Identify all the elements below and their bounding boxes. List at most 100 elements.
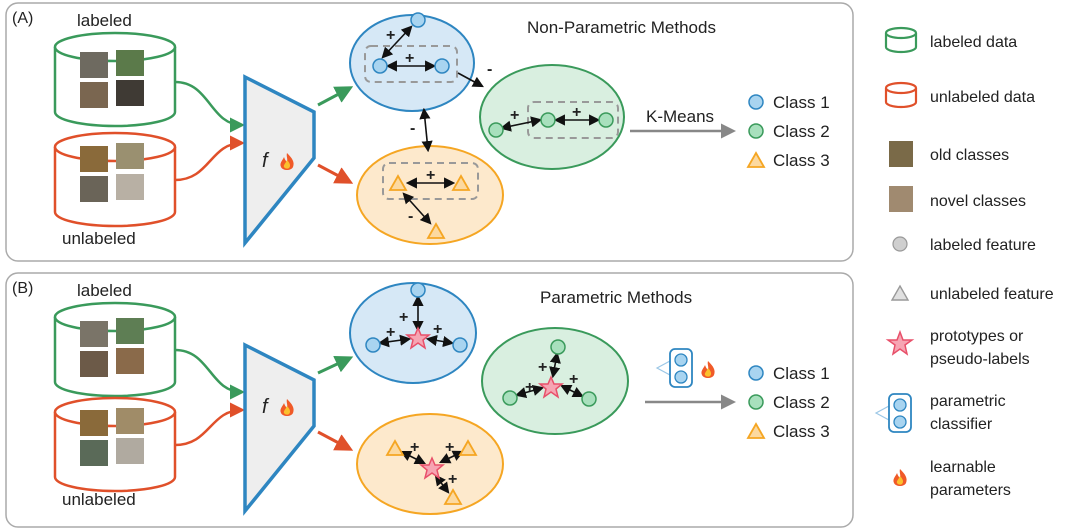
panel-a-labeled-label: labeled [77, 11, 132, 30]
legend-classifier-line1: parametric [930, 393, 1006, 410]
panel-b: (B) labeled Parametric Methods unlabeled… [5, 272, 854, 528]
unlabeled-flow-arrow [174, 135, 245, 182]
labeled-data-cylinder [53, 301, 177, 398]
image-thumb [116, 80, 144, 106]
unlabeled-feature-point [451, 174, 471, 191]
to-labeled-cluster-arrow [317, 86, 354, 107]
labeled-feature-point [598, 112, 614, 128]
legend-labeled-data: labeled data [930, 34, 1017, 51]
legend-labeled-feature: labeled feature [930, 237, 1036, 254]
labeled-feature-legend-icon [892, 236, 908, 252]
panel-a-unlabeled-label: unlabeled [62, 229, 136, 248]
labeled-data-cylinder [53, 31, 177, 128]
unlabeled-feature-point [443, 488, 463, 505]
class-2-marker [748, 123, 764, 139]
labeled-flow-arrow [174, 348, 245, 400]
plus-sign: + [399, 309, 408, 326]
image-thumb [80, 176, 108, 202]
class-1-cluster: + + [349, 12, 475, 112]
repel-arrow [457, 72, 484, 88]
labeled-feature-point [372, 58, 388, 74]
class-2-marker [748, 394, 764, 410]
panel-b-labeled-label: labeled [77, 281, 132, 300]
image-thumb [80, 321, 108, 347]
labeled-feature-point [452, 337, 468, 353]
panel-b-frame [5, 272, 854, 528]
image-thumb [80, 351, 108, 377]
plus-sign: + [448, 471, 457, 488]
class-1-cluster: + + + [349, 282, 477, 384]
legend-prototypes-line2: pseudo-labels [930, 351, 1030, 368]
legend-prototypes-line1: prototypes or [930, 328, 1024, 345]
encoder-label: f [262, 396, 270, 418]
unlabeled-feature-point [458, 439, 478, 456]
labeled-feature-point [410, 12, 426, 28]
minus-sign: - [410, 120, 415, 137]
image-thumb [80, 410, 108, 436]
class-3-label: Class 3 [773, 151, 830, 170]
legend-learnable-line1: learnable [930, 459, 996, 476]
panel-b-class-legend: Class 1 Class 2 Class 3 [746, 364, 830, 441]
plus-sign: + [569, 371, 578, 388]
labeled-feature-point [365, 337, 381, 353]
to-labeled-cluster-arrow [317, 355, 354, 375]
labeled-feature-point [410, 282, 426, 298]
class-3-marker [746, 151, 766, 168]
labeled-data-legend-icon [884, 26, 918, 54]
class-2-cluster: + + [479, 64, 625, 170]
prototype-legend-icon [885, 329, 915, 356]
legend-classifier-line2: classifier [930, 416, 993, 433]
plus-sign: + [572, 104, 581, 121]
image-thumb [80, 52, 108, 78]
unlabeled-feature-point [426, 222, 446, 239]
classifier-legend-icon [874, 393, 912, 433]
labeled-feature-point [488, 122, 504, 138]
unlabeled-data-cylinder [53, 396, 177, 493]
prototype-star [404, 326, 432, 350]
encoder-f: f [243, 342, 316, 516]
labeled-flow-arrow [174, 80, 245, 133]
labeled-feature-point [581, 391, 597, 407]
image-thumb [116, 143, 144, 169]
labeled-feature-point [550, 339, 566, 355]
minus-sign: - [408, 208, 413, 225]
parametric-classifier-icon [655, 348, 693, 388]
old-classes-legend-icon [889, 141, 913, 167]
legend-unlabeled-data: unlabeled data [930, 89, 1035, 106]
unlabeled-data-cylinder [53, 131, 177, 228]
panel-a-tag: (A) [12, 10, 33, 27]
image-thumb [116, 438, 144, 464]
class-3-marker [746, 422, 766, 439]
legend-learnable-line2: parameters [930, 482, 1011, 499]
plus-sign: + [405, 50, 414, 67]
repel-arrow [419, 107, 433, 153]
image-thumb [116, 408, 144, 434]
class-2-cluster: + + + [481, 327, 629, 435]
class-1-label: Class 1 [773, 364, 830, 383]
image-thumb [116, 174, 144, 200]
unlabeled-feature-point [385, 439, 405, 456]
minus-sign: - [487, 61, 492, 78]
panel-b-unlabeled-label: unlabeled [62, 490, 136, 509]
plus-sign: + [426, 167, 435, 184]
image-thumb [80, 440, 108, 466]
plus-sign: + [445, 439, 454, 456]
plus-sign: + [510, 107, 519, 124]
image-thumb [80, 82, 108, 108]
labeled-feature-point [540, 112, 556, 128]
to-unlabeled-cluster-arrow [317, 430, 354, 451]
labeled-feature-point [434, 58, 450, 74]
unlabeled-flow-arrow [174, 402, 245, 447]
encoder-f: f [243, 74, 316, 248]
flame-icon [893, 469, 907, 486]
image-thumb [116, 348, 144, 374]
image-thumb [80, 146, 108, 172]
class-2-label: Class 2 [773, 393, 830, 412]
unlabeled-feature-legend-icon [890, 284, 910, 301]
class-2-label: Class 2 [773, 122, 830, 141]
class-3-label: Class 3 [773, 422, 830, 441]
class-3-cluster: + + + [356, 413, 504, 515]
class-1-label: Class 1 [773, 93, 830, 112]
